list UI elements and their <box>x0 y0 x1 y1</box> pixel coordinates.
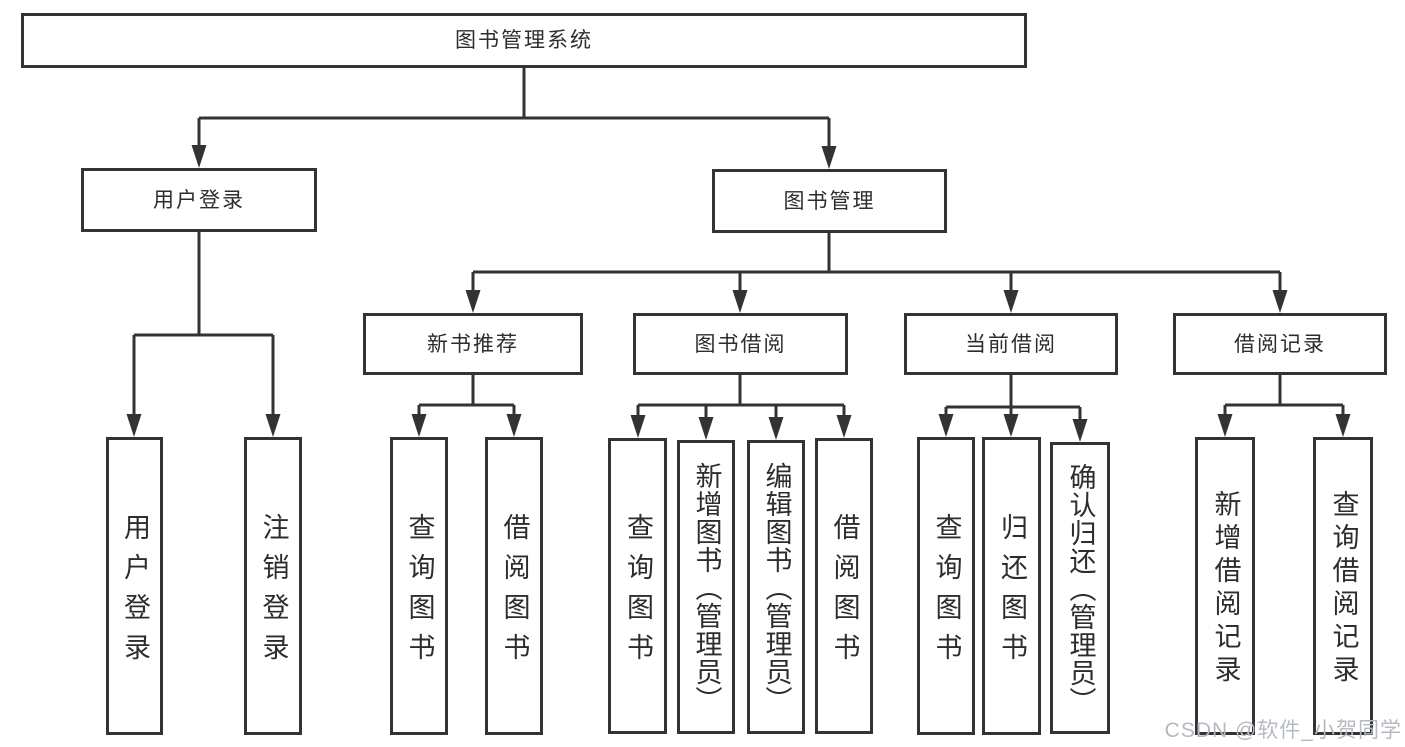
edges-root <box>191 68 837 169</box>
edges-new-books <box>411 375 522 437</box>
leaf-query-borrow-record: 查询借阅记录 <box>1313 437 1373 735</box>
leaf-label: 用户登录 <box>120 512 150 673</box>
edges-borrow-records <box>1217 375 1351 437</box>
node-label: 新书推荐 <box>427 332 519 356</box>
leaf-add-book-admin: 新增图书（管理员） <box>677 440 735 734</box>
leaf-label: 查询借阅记录 <box>1328 490 1359 688</box>
leaf-edit-book-admin: 编辑图书（管理员） <box>747 440 805 734</box>
node-user-login: 用户登录 <box>81 168 317 232</box>
leaf-query-books-3: 查询图书 <box>917 437 975 735</box>
csdn-watermark: CSDN @软件_小贺同学 <box>1164 719 1402 742</box>
leaf-label: 注销登录 <box>258 512 289 673</box>
leaf-query-books-2: 查询图书 <box>608 438 667 734</box>
leaf-label: 新增图书（管理员） <box>691 461 722 714</box>
node-borrow-records: 借阅记录 <box>1173 313 1387 375</box>
leaf-label: 新增借阅记录 <box>1210 490 1241 688</box>
node-book-management: 图书管理 <box>712 169 947 233</box>
edges-current-borrow <box>938 375 1088 442</box>
node-label: 图书管理系统 <box>455 29 593 52</box>
node-new-book-recommend: 新书推荐 <box>363 313 583 375</box>
edges-book-borrow <box>630 375 852 440</box>
node-label: 图书管理 <box>783 189 876 213</box>
leaf-label: 归还图书 <box>997 512 1027 673</box>
node-label: 当前借阅 <box>965 332 1057 356</box>
leaf-confirm-return-admin: 确认归还（管理员） <box>1050 442 1110 734</box>
node-label: 用户登录 <box>153 188 245 212</box>
leaf-logout: 注销登录 <box>244 437 302 735</box>
edges-book-mgmt <box>465 233 1288 313</box>
node-current-borrowing: 当前借阅 <box>904 313 1118 375</box>
leaf-label: 借阅图书 <box>829 512 860 673</box>
edges-user-login <box>126 232 281 437</box>
leaf-query-books-1: 查询图书 <box>390 437 448 735</box>
node-label: 借阅记录 <box>1234 332 1326 356</box>
node-book-borrowing: 图书借阅 <box>633 313 848 375</box>
leaf-label: 借阅图书 <box>499 512 530 673</box>
leaf-user-login: 用户登录 <box>106 437 163 735</box>
leaf-label: 确认归还（管理员） <box>1065 462 1096 715</box>
leaf-add-borrow-record: 新增借阅记录 <box>1195 437 1255 735</box>
leaf-label: 编辑图书（管理员） <box>761 461 792 714</box>
leaf-label: 查询图书 <box>931 512 962 673</box>
leaf-label: 查询图书 <box>623 512 653 673</box>
node-library-system: 图书管理系统 <box>21 13 1027 68</box>
leaf-borrow-books-1: 借阅图书 <box>485 437 543 735</box>
leaf-borrow-books-2: 借阅图书 <box>815 438 873 734</box>
leaf-return-book: 归还图书 <box>982 437 1041 735</box>
node-label: 图书借阅 <box>694 332 787 356</box>
leaf-label: 查询图书 <box>404 512 435 673</box>
